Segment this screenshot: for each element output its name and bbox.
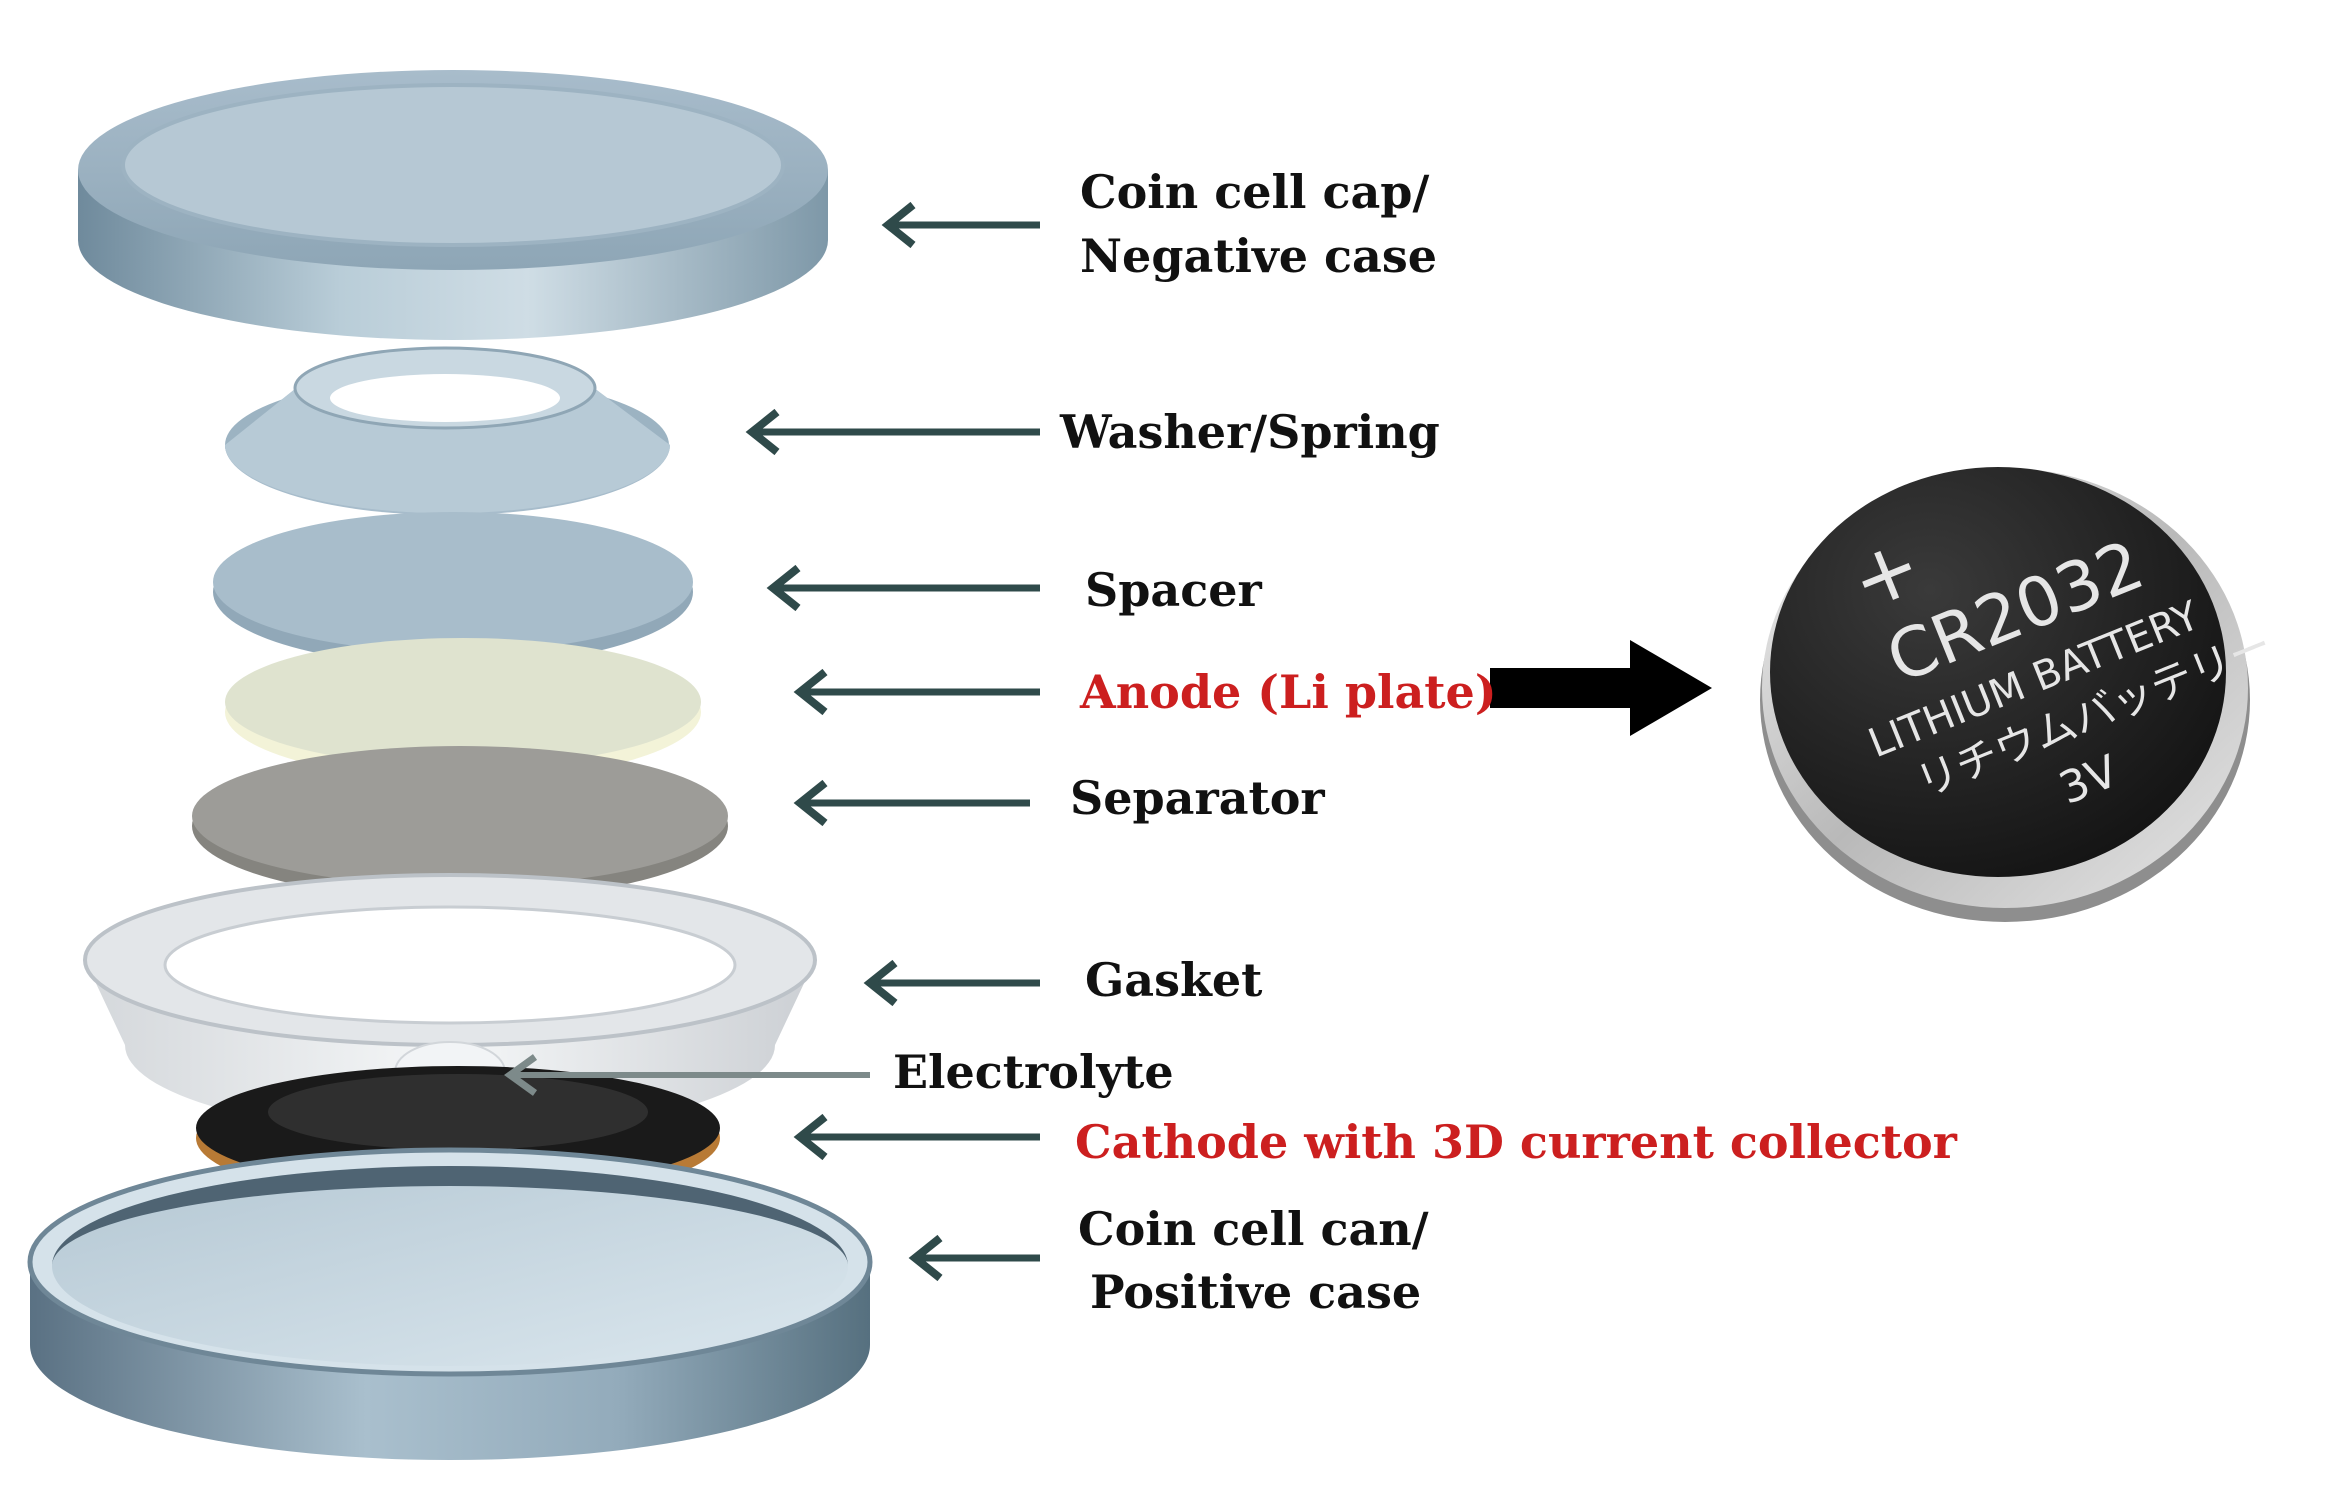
label-washer: Washer/Spring [1059, 405, 1440, 459]
label-cathode: Cathode with 3D current collector [1075, 1115, 1958, 1169]
label-cap-line1: Coin cell cap/ [1080, 165, 1429, 219]
coin-cell-can [27, 1147, 873, 1460]
arrow-spacer [766, 564, 1040, 612]
cr2032-battery: + CR2032 LITHIUM BATTERY リチウムバッテリー 3V [1760, 467, 2278, 922]
arrow-to-battery [1490, 640, 1712, 736]
label-can-line2: Positive case [1090, 1265, 1421, 1319]
washer-spring [225, 346, 670, 516]
separator-disc [192, 746, 728, 900]
arrow-cathode [793, 1113, 1040, 1161]
arrow-washer [745, 408, 1040, 456]
label-gasket: Gasket [1085, 953, 1263, 1007]
arrow-separator [793, 779, 1030, 827]
coin-cell-cap [78, 70, 828, 340]
label-anode: Anode (Li plate) [1079, 665, 1497, 719]
arrow-anode [793, 668, 1040, 716]
label-cap-line2: Negative case [1080, 229, 1437, 283]
label-spacer: Spacer [1085, 563, 1262, 617]
arrow-electrolyte [504, 1054, 870, 1096]
arrow-can [908, 1234, 1040, 1282]
label-can-line1: Coin cell can/ [1078, 1202, 1429, 1256]
label-separator: Separator [1070, 771, 1325, 825]
spacer-disc [213, 512, 693, 666]
label-electrolyte: Electrolyte [893, 1045, 1174, 1099]
arrow-cap [881, 201, 1040, 249]
anode-disc [225, 638, 701, 780]
arrow-gasket [863, 959, 1040, 1007]
